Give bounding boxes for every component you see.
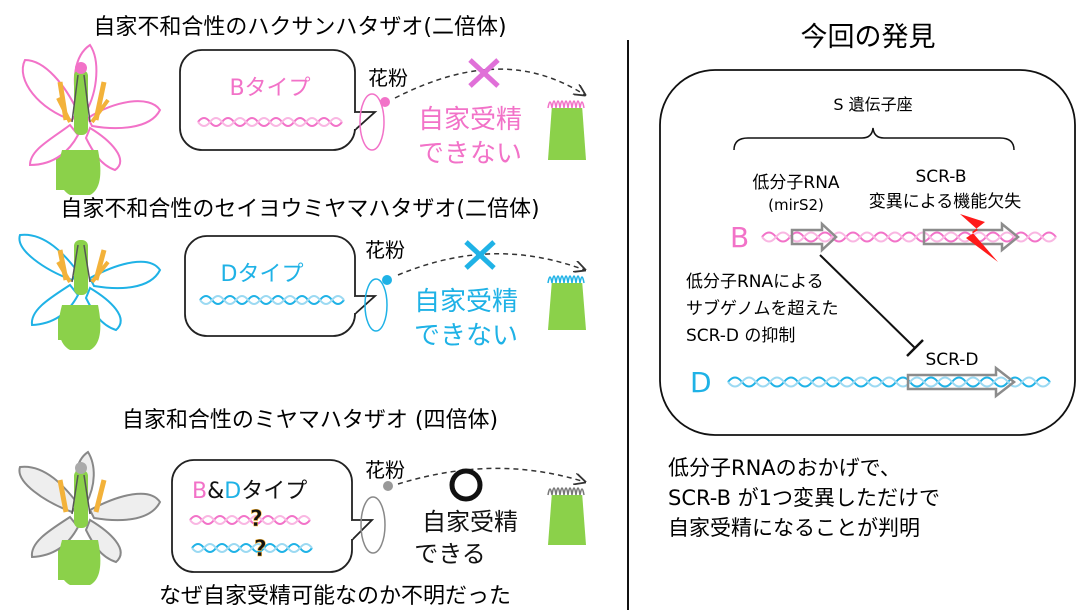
bd-b-letter: B bbox=[192, 479, 207, 504]
scr-d-gene-arrow bbox=[906, 365, 1017, 399]
panel1-title: 自家不和合性のハクサンハタザオ(二倍体) bbox=[93, 15, 506, 40]
scr-b-label: SCR-B bbox=[916, 167, 967, 187]
cross-icon-blue bbox=[464, 240, 496, 270]
bd-amp: & bbox=[207, 479, 224, 504]
panel3-result-line2: できる bbox=[414, 540, 486, 568]
d-type-label: Dタイプ bbox=[221, 262, 304, 287]
bd-type-label: B&Dタイプ bbox=[192, 479, 307, 504]
pollen-zoom-ellipse-3 bbox=[360, 496, 386, 554]
pistil-pink-icon bbox=[547, 100, 586, 160]
panel2-result-line2: できない bbox=[414, 321, 518, 351]
pollen-grain-gray bbox=[383, 481, 393, 491]
suppression-line1: 低分子RNAによる bbox=[686, 272, 824, 292]
small-rna-label: 低分子RNA bbox=[752, 173, 840, 193]
right-title: 今回の発見 bbox=[801, 22, 936, 53]
panel2-result-line1: 自家受精 bbox=[414, 287, 518, 317]
pollination-arrow-3 bbox=[397, 467, 585, 484]
mutation-label: 変異による機能欠失 bbox=[869, 192, 1022, 212]
locus-box bbox=[659, 69, 1076, 436]
pollination-arrow-1 bbox=[394, 68, 585, 99]
conclusion-line3: 自家受精になることが判明 bbox=[668, 516, 920, 540]
bd-type-suffix: タイプ bbox=[241, 479, 307, 504]
panel2-title: 自家不和合性のセイヨウミヤマハタザオ(二倍体) bbox=[60, 197, 539, 222]
panel3-title: 自家和合性のミヤマハタザオ (四倍体) bbox=[122, 408, 498, 433]
flower-blue-icon bbox=[18, 233, 162, 350]
b-genome-label: B bbox=[730, 221, 749, 254]
pollen-grain-pink bbox=[380, 97, 390, 107]
pistil-gray-icon bbox=[547, 487, 586, 545]
panel1-result-line1: 自家受精 bbox=[418, 105, 522, 135]
speech-bubble-d bbox=[184, 235, 378, 337]
pollen-zoom-ellipse-1 bbox=[359, 93, 385, 151]
panel3-result-line1: 自家受精 bbox=[422, 508, 518, 536]
conclusion-line2: SCR-B が1つ変異しただけで bbox=[668, 486, 940, 510]
locus-label: S 遺伝子座 bbox=[833, 95, 912, 114]
mirs2-label: (mirS2) bbox=[768, 196, 824, 214]
scr-b-gene-arrow bbox=[922, 221, 1020, 253]
pistil-blue-icon bbox=[547, 275, 586, 330]
pollen-label-1: 花粉 bbox=[368, 66, 408, 90]
dna-strand-d-locus bbox=[727, 376, 1051, 388]
b-type-label: Bタイプ bbox=[229, 76, 310, 101]
pollen-label-2: 花粉 bbox=[365, 238, 405, 262]
d-genome-label: D bbox=[690, 366, 712, 399]
dna-strand-b-locus-2 bbox=[761, 231, 1057, 243]
suppression-line3: SCR-D の抑制 bbox=[686, 326, 795, 346]
flower-pink-icon bbox=[21, 43, 162, 195]
pollination-arrow-2 bbox=[397, 253, 585, 276]
suppression-line2: サブゲノムを超えた bbox=[686, 298, 839, 319]
question-mark-2: ? bbox=[254, 537, 267, 562]
dna-strand-b-locus bbox=[761, 231, 1057, 243]
panel3-footer: なぜ自家受精可能なのか不明だった bbox=[159, 584, 511, 609]
panel1-result-line2: できない bbox=[418, 139, 522, 169]
pollen-label-3: 花粉 bbox=[365, 458, 405, 482]
dna-strand-d-locus-2 bbox=[727, 376, 1051, 388]
flower-gray-icon bbox=[18, 450, 162, 585]
locus-brace bbox=[733, 127, 1015, 151]
dna-strand-blue-2 bbox=[199, 295, 345, 305]
lightning-mutation-icon bbox=[960, 214, 998, 262]
conclusion-line1: 低分子RNAのおかげで、 bbox=[668, 456, 901, 480]
question-mark-1: ? bbox=[250, 507, 263, 532]
scr-d-label: SCR-D bbox=[925, 350, 978, 370]
mirs2-gene-arrow bbox=[790, 221, 838, 253]
dna-strand-pink-2 bbox=[197, 117, 343, 127]
speech-bubble-bd bbox=[171, 459, 375, 573]
pollen-grain-blue bbox=[382, 275, 392, 285]
circle-ok-icon bbox=[449, 468, 483, 502]
inhibition-bar bbox=[906, 339, 924, 357]
dna-strand-blue-bd-2 bbox=[191, 543, 313, 553]
pollen-zoom-ellipse-2 bbox=[364, 278, 388, 332]
bd-d-letter: D bbox=[224, 479, 241, 504]
cross-icon-pink bbox=[468, 58, 500, 88]
dna-strand-pink-bd-2 bbox=[189, 515, 311, 525]
inhibition-line bbox=[819, 254, 916, 349]
